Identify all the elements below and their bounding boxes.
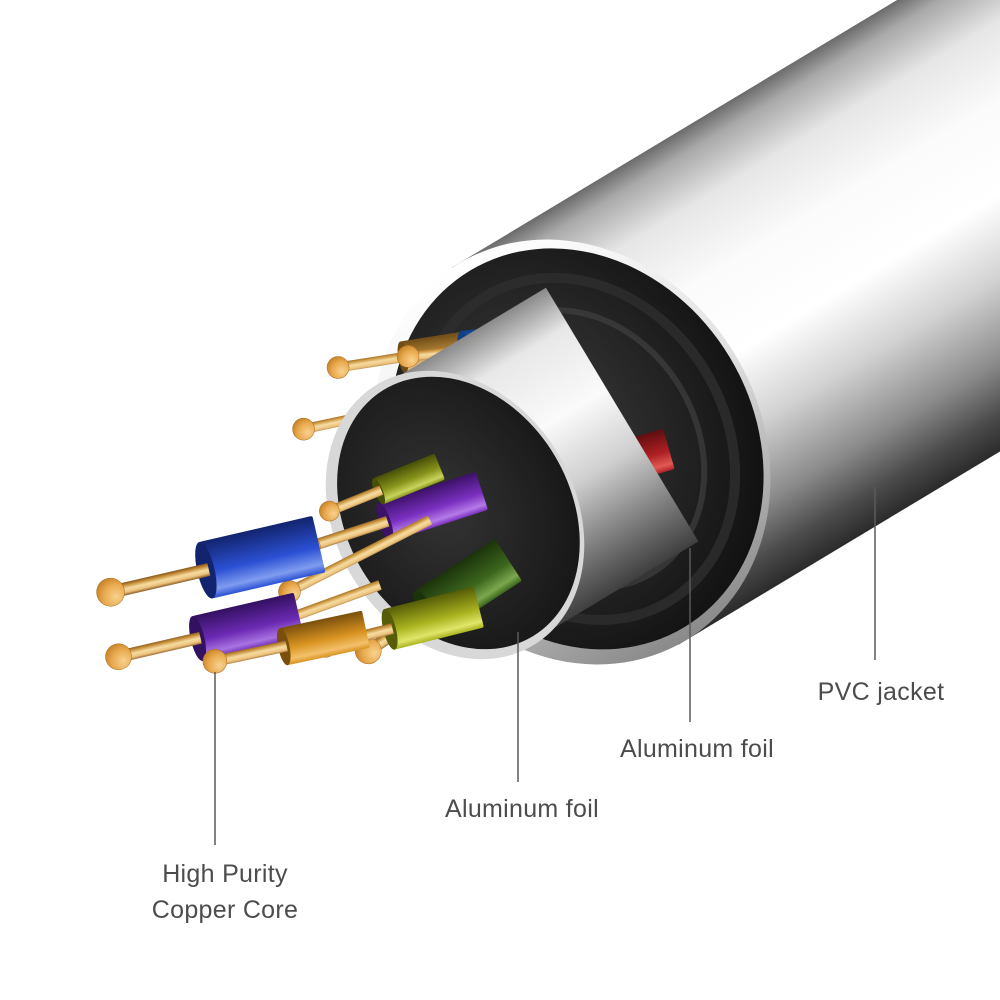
wire-olive bbox=[319, 454, 445, 522]
wire-insulation bbox=[280, 610, 370, 665]
copper-core-strand bbox=[311, 516, 390, 551]
copper-core-strand bbox=[115, 563, 211, 597]
wire-purple-low bbox=[105, 593, 304, 670]
copper-core-tip bbox=[292, 417, 315, 441]
wire-big-blue bbox=[96, 516, 326, 607]
wire-insulation bbox=[373, 454, 445, 504]
copper-core-strand bbox=[219, 640, 288, 666]
wire-insulation bbox=[384, 587, 484, 650]
leader-lines bbox=[214, 487, 876, 845]
copper-core-strand bbox=[341, 351, 407, 372]
copper-core-tip bbox=[202, 649, 228, 674]
label-high-purity-copper-core: High Purity Copper Core bbox=[151, 860, 299, 925]
wire-insulation bbox=[379, 472, 488, 541]
copper-core-strand bbox=[123, 631, 202, 662]
copper-core-tip bbox=[105, 643, 132, 670]
copper-core-strand bbox=[331, 485, 384, 515]
copper-core-tip bbox=[326, 356, 350, 379]
copper-core-tip bbox=[319, 500, 340, 522]
label-pvc-jacket: PVC jacket bbox=[817, 678, 945, 706]
wires-front-layer bbox=[96, 454, 522, 674]
copper-core-tip bbox=[396, 345, 420, 368]
wire-orange bbox=[202, 610, 370, 674]
label-aluminum-foil-inner: Aluminum foil bbox=[445, 795, 599, 823]
wire-insulation bbox=[199, 516, 326, 599]
copper-core-strand bbox=[288, 515, 433, 596]
copper-core-tip bbox=[96, 577, 125, 607]
label-aluminum-foil-outer: Aluminum foil bbox=[620, 735, 774, 763]
